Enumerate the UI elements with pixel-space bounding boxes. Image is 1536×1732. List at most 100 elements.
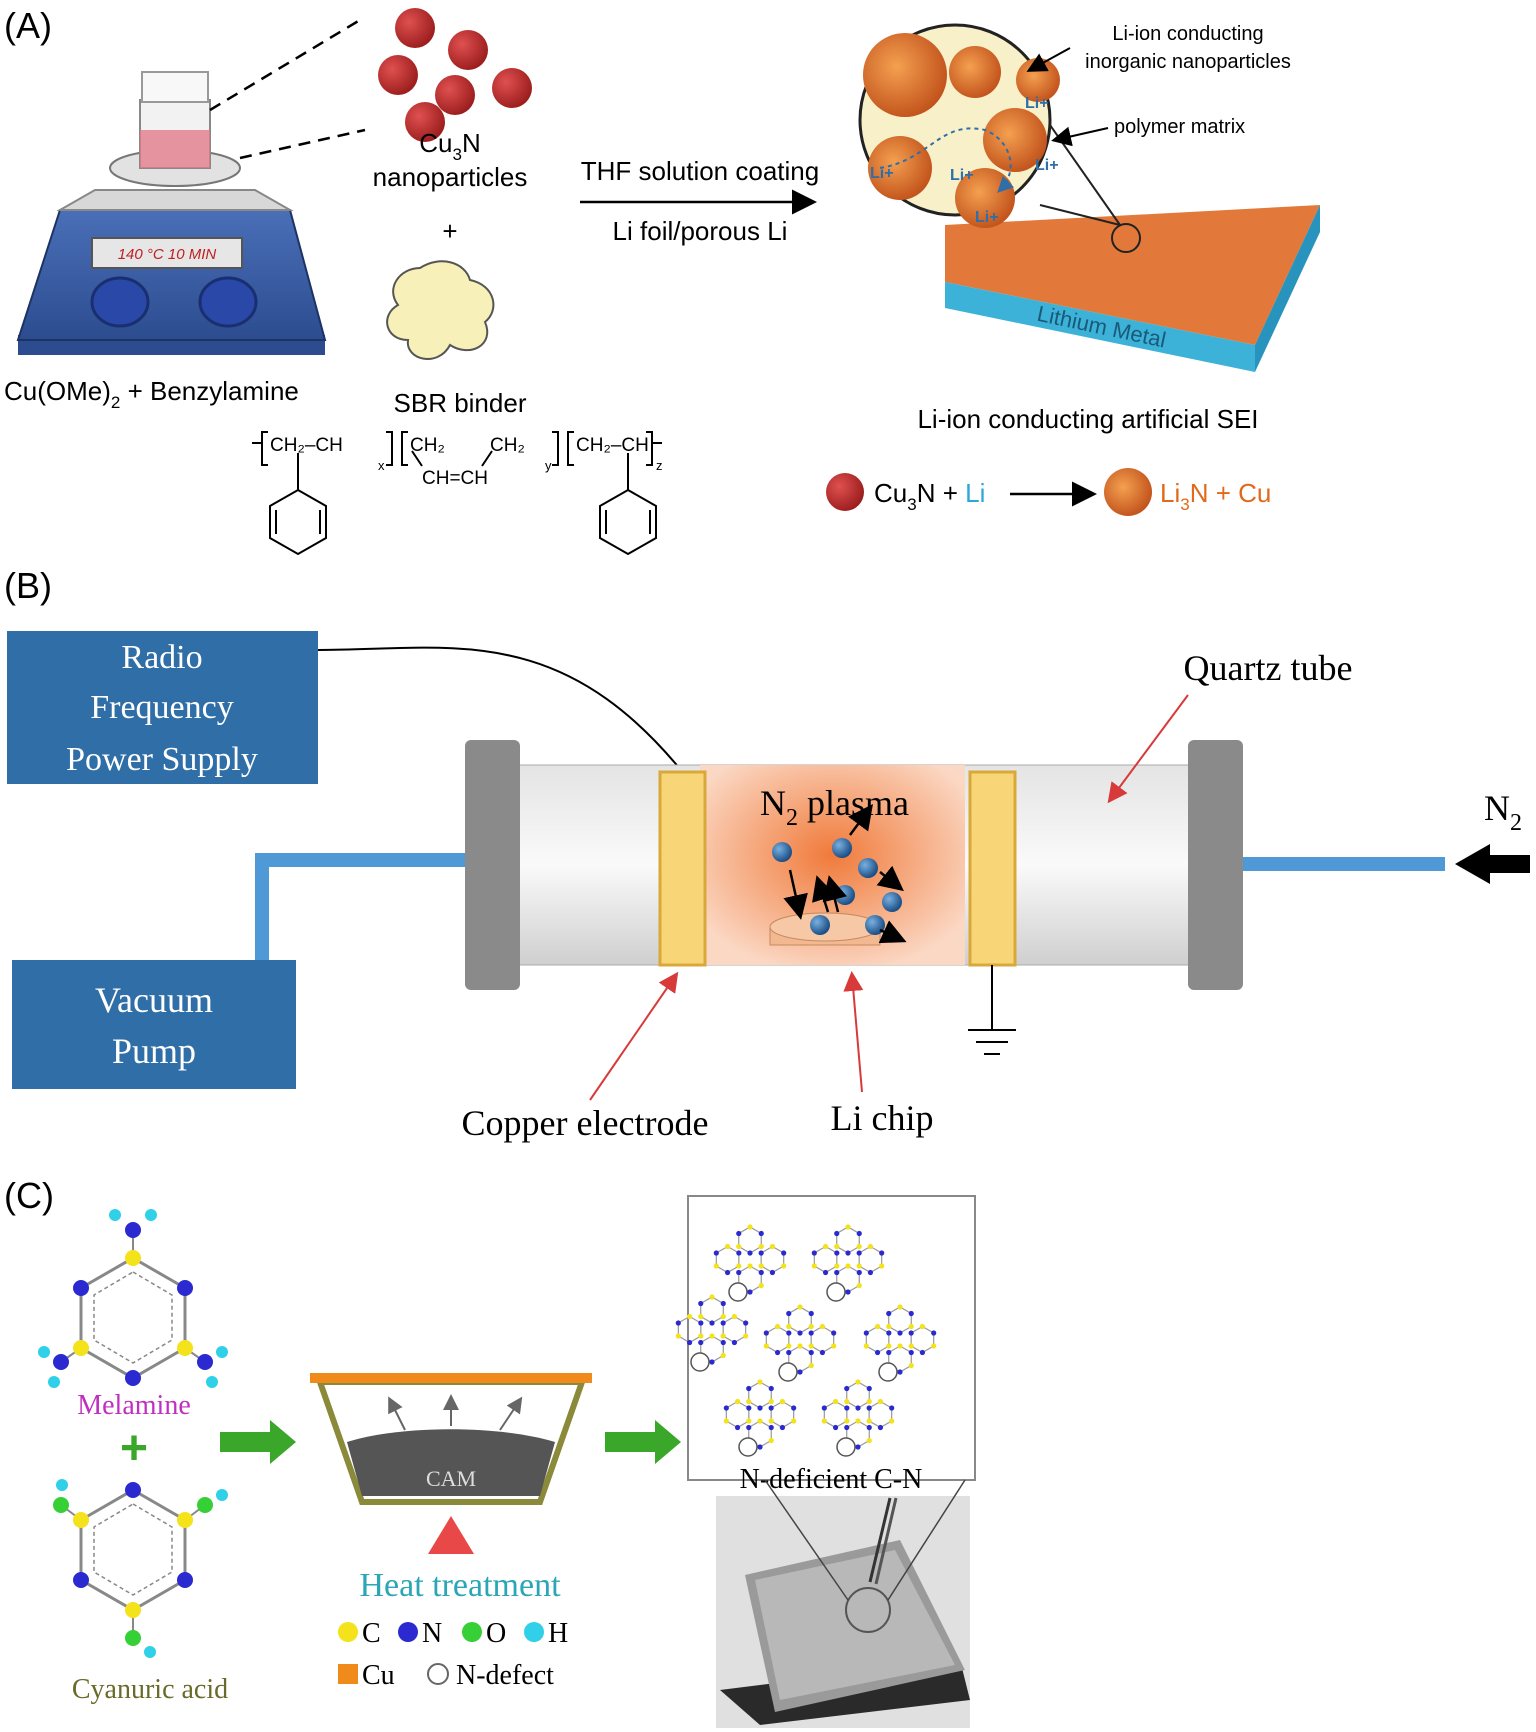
legend-c-swatch bbox=[338, 1622, 358, 1642]
sbr-structural-formula bbox=[252, 431, 662, 556]
lattice-atom bbox=[709, 1333, 715, 1339]
lattice-atom bbox=[874, 1349, 881, 1356]
left-knob-icon bbox=[90, 276, 150, 328]
lattice-atom bbox=[758, 1269, 764, 1276]
lattice-atom bbox=[797, 1304, 803, 1310]
lattice-atom bbox=[822, 1243, 829, 1250]
lattice-atom bbox=[769, 1269, 776, 1276]
rf-power-supply-box bbox=[7, 631, 318, 784]
lattice-atom bbox=[675, 1333, 681, 1339]
sei-caption: Li-ion conducting artificial SEI bbox=[917, 404, 1258, 434]
lattice-atom bbox=[709, 1294, 715, 1300]
lattice-atom bbox=[844, 1398, 850, 1405]
cyanuric-acid-molecule-icon bbox=[53, 1479, 228, 1658]
lattice-atom bbox=[866, 1398, 872, 1405]
lattice-defect bbox=[878, 1362, 898, 1382]
lattice-atom bbox=[919, 1323, 926, 1330]
melamine-label: Melamine bbox=[77, 1390, 191, 1421]
formula-unit3: CH₂–CH bbox=[576, 435, 649, 456]
panel-b: (B) Radio Frequency Power Supply Vacuum … bbox=[4, 565, 1530, 1143]
lattice-atom bbox=[897, 1304, 903, 1310]
cu3n-nanoparticles-icon bbox=[378, 8, 532, 142]
legend-defect-swatch bbox=[427, 1663, 449, 1685]
callout-polymer-arrow bbox=[1051, 126, 1109, 147]
lattice-atom bbox=[855, 1418, 861, 1424]
lattice-atom bbox=[874, 1323, 881, 1330]
lattice-atom bbox=[774, 1349, 781, 1356]
lattice-defect bbox=[690, 1352, 710, 1372]
lattice-atom bbox=[856, 1230, 862, 1237]
lattice-atom bbox=[811, 1263, 817, 1269]
legend-c-label: C bbox=[362, 1618, 381, 1649]
lattice-atom bbox=[856, 1269, 862, 1276]
formula-unit1: CH₂–CH bbox=[270, 435, 343, 456]
lattice-atom bbox=[897, 1330, 903, 1336]
li-ion-label-3: Li+ bbox=[1025, 95, 1049, 112]
lattice-atom bbox=[763, 1330, 769, 1336]
vacuum-pipe bbox=[255, 853, 470, 960]
heat-treatment-label: Heat treatment bbox=[359, 1567, 561, 1604]
lattice-atom bbox=[808, 1343, 814, 1349]
lattice-atom bbox=[855, 1405, 861, 1411]
lattice-atom bbox=[723, 1405, 729, 1411]
rf-cable bbox=[317, 646, 686, 776]
lattice-atom bbox=[723, 1418, 729, 1424]
vacuum-pump-box bbox=[12, 960, 296, 1089]
lattice-atom bbox=[768, 1398, 774, 1405]
li-ion-label-2: Li+ bbox=[950, 167, 974, 184]
legend-cu-swatch bbox=[338, 1664, 358, 1684]
legend-o-swatch bbox=[462, 1622, 482, 1642]
lattice-defect bbox=[738, 1437, 758, 1457]
legend-n-swatch bbox=[398, 1622, 418, 1642]
lattice-atom bbox=[743, 1333, 749, 1339]
vacuum-label-1: Vacuum bbox=[95, 980, 213, 1020]
lattice-atom bbox=[791, 1405, 797, 1411]
lattice-atom bbox=[889, 1418, 895, 1424]
plasma-label: N2 plasma bbox=[760, 783, 909, 831]
lattice-atom bbox=[819, 1323, 826, 1330]
formula-unit2-bottom: CH=CH bbox=[422, 468, 488, 489]
lattice-atom bbox=[844, 1424, 850, 1431]
legend-defect-label: N-defect bbox=[456, 1660, 554, 1691]
lattice-atom bbox=[731, 1339, 738, 1346]
lattice-atom bbox=[757, 1379, 763, 1385]
lattice-atom bbox=[886, 1349, 892, 1356]
lattice-atom bbox=[897, 1343, 903, 1349]
lattice-atom bbox=[747, 1250, 753, 1256]
quartz-tube-arrow bbox=[1107, 694, 1189, 804]
zoom-line-left bbox=[764, 1479, 849, 1601]
nanoparticles-label: nanoparticles bbox=[373, 162, 528, 192]
lattice-atom bbox=[791, 1418, 797, 1424]
lattice-atom bbox=[863, 1343, 869, 1349]
right-knob-icon bbox=[198, 276, 258, 328]
lattice-atom bbox=[832, 1424, 839, 1431]
sbr-binder-icon bbox=[386, 260, 495, 360]
plus-sign: + bbox=[442, 216, 457, 246]
lattice-atom bbox=[886, 1330, 892, 1336]
left-end-cap bbox=[465, 740, 520, 990]
lattice-atom bbox=[879, 1263, 885, 1269]
lattice-atom bbox=[821, 1418, 827, 1424]
lattice-atom bbox=[866, 1418, 872, 1424]
lattice-atom bbox=[786, 1310, 792, 1317]
vacuum-label-2: Pump bbox=[112, 1031, 196, 1071]
panel-c-label: (C) bbox=[4, 1175, 54, 1216]
lattice-atom bbox=[844, 1405, 850, 1411]
lattice-atom bbox=[758, 1282, 764, 1289]
lattice-atom bbox=[879, 1250, 885, 1256]
lattice-atom bbox=[758, 1250, 764, 1256]
lattice-atom bbox=[774, 1323, 781, 1330]
lattice-atom bbox=[819, 1349, 826, 1356]
li3n-particle-icon bbox=[1104, 468, 1152, 516]
lattice-atom bbox=[720, 1320, 726, 1326]
lattice-atom bbox=[736, 1250, 742, 1256]
lattice-atom bbox=[856, 1250, 862, 1256]
legend-o-label: O bbox=[486, 1618, 506, 1649]
panel-b-label: (B) bbox=[4, 565, 52, 606]
lithium-metal-slab: Lithium Metal bbox=[945, 205, 1320, 372]
heat-triangle-icon bbox=[428, 1516, 474, 1554]
lattice-atom bbox=[698, 1333, 704, 1339]
lattice-atom bbox=[919, 1349, 926, 1356]
legend-h-label: H bbox=[548, 1618, 568, 1649]
hotplate-display bbox=[91, 237, 243, 269]
